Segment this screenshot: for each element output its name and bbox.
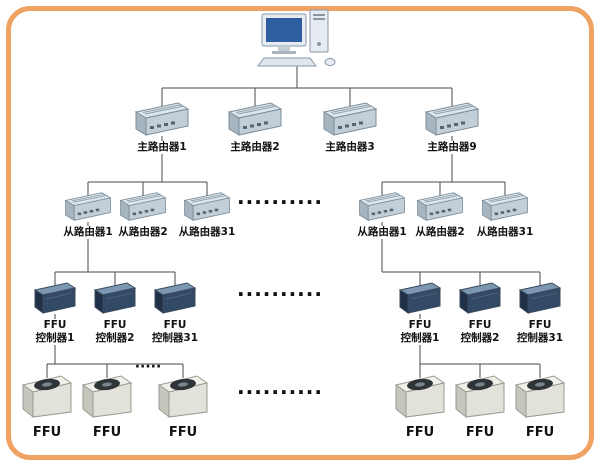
label-line1: FFU	[408, 319, 432, 331]
router-icon	[415, 190, 465, 223]
device-label: 主路由器1	[136, 141, 188, 154]
ffu-unit-right-1: FFU	[390, 370, 450, 439]
ffu-fan-icon	[156, 370, 210, 420]
device-label: 从路由器1	[62, 226, 114, 239]
ffu-fan-icon	[453, 370, 507, 420]
ffu-controller-left-2: FFU 控制器2	[86, 280, 144, 345]
slave-router-right-1: 从路由器1	[350, 190, 414, 239]
router-icon	[118, 190, 168, 223]
main-router-1: 主路由器1	[127, 100, 197, 154]
router-icon	[357, 190, 407, 223]
slave-router-left-2: 从路由器2	[111, 190, 175, 239]
label-line2: 控制器31	[516, 332, 564, 344]
ffu-controller-left-31: FFU 控制器31	[146, 280, 204, 345]
router-icon	[182, 190, 232, 223]
device-label: 从路由器2	[414, 226, 466, 239]
ffu-controller-right-31: FFU 控制器31	[511, 280, 569, 345]
slave-router-right-31: 从路由器31	[473, 190, 537, 239]
label-line1: FFU	[103, 319, 127, 331]
device-label: FFU	[91, 425, 123, 440]
ellipsis-slave-routers: ··········	[237, 190, 323, 214]
device-label: 从路由器31	[177, 226, 237, 239]
ffu-fan-icon	[80, 370, 134, 420]
ffu-unit-left-1: FFU	[17, 370, 77, 439]
slave-router-left-31: 从路由器31	[175, 190, 239, 239]
device-label: FFU	[167, 425, 199, 440]
controller-icon	[153, 280, 197, 316]
ffu-unit-left-31: FFU	[153, 370, 213, 439]
ffu-fan-icon	[20, 370, 74, 420]
device-label: FFU 控制器1	[34, 319, 76, 345]
controller-icon	[518, 280, 562, 316]
ffu-unit-right-31: FFU	[510, 370, 570, 439]
ffu-controller-right-2: FFU 控制器2	[451, 280, 509, 345]
label-line1: FFU	[163, 319, 187, 331]
device-label: FFU 控制器31	[515, 319, 565, 345]
router-icon	[321, 100, 379, 138]
device-label: 主路由器2	[229, 141, 281, 154]
device-label: 主路由器9	[426, 141, 478, 154]
label-line2: 控制器2	[460, 332, 500, 344]
label-line1: FFU	[43, 319, 67, 331]
ffu-controller-left-1: FFU 控制器1	[26, 280, 84, 345]
router-icon	[480, 190, 530, 223]
device-label: FFU 控制器2	[459, 319, 501, 345]
label-line2: 控制器31	[151, 332, 199, 344]
router-icon	[226, 100, 284, 138]
device-label: FFU	[404, 425, 436, 440]
device-label: 从路由器2	[117, 226, 169, 239]
controller-icon	[398, 280, 442, 316]
device-label: FFU	[524, 425, 556, 440]
ellipsis-ffu-left: ·····	[134, 359, 162, 375]
controller-icon	[458, 280, 502, 316]
device-label: 从路由器1	[356, 226, 408, 239]
ffu-unit-left-2: FFU	[77, 370, 137, 439]
computer-icon	[252, 8, 342, 68]
monitoring-computer	[252, 8, 342, 68]
label-line2: 控制器2	[95, 332, 135, 344]
router-icon	[133, 100, 191, 138]
ellipsis-ffu-groups: ··········	[237, 380, 323, 404]
label-line2: 控制器1	[35, 332, 75, 344]
device-label: FFU	[31, 425, 63, 440]
label-line1: FFU	[528, 319, 552, 331]
main-router-9: 主路由器9	[417, 100, 487, 154]
slave-router-left-1: 从路由器1	[56, 190, 120, 239]
label-line1: FFU	[468, 319, 492, 331]
controller-icon	[93, 280, 137, 316]
router-icon	[423, 100, 481, 138]
device-label: FFU 控制器31	[150, 319, 200, 345]
ffu-fan-icon	[513, 370, 567, 420]
ffu-unit-right-2: FFU	[450, 370, 510, 439]
main-router-2: 主路由器2	[220, 100, 290, 154]
device-label: 主路由器3	[324, 141, 376, 154]
label-line2: 控制器1	[400, 332, 440, 344]
device-label: FFU 控制器2	[94, 319, 136, 345]
main-router-3: 主路由器3	[315, 100, 385, 154]
device-label: FFU 控制器1	[399, 319, 441, 345]
ellipsis-controllers: ··········	[237, 282, 323, 306]
controller-icon	[33, 280, 77, 316]
device-label: FFU	[464, 425, 496, 440]
ffu-fan-icon	[393, 370, 447, 420]
device-label: 从路由器31	[475, 226, 535, 239]
router-icon	[63, 190, 113, 223]
slave-router-right-2: 从路由器2	[408, 190, 472, 239]
ffu-controller-right-1: FFU 控制器1	[391, 280, 449, 345]
